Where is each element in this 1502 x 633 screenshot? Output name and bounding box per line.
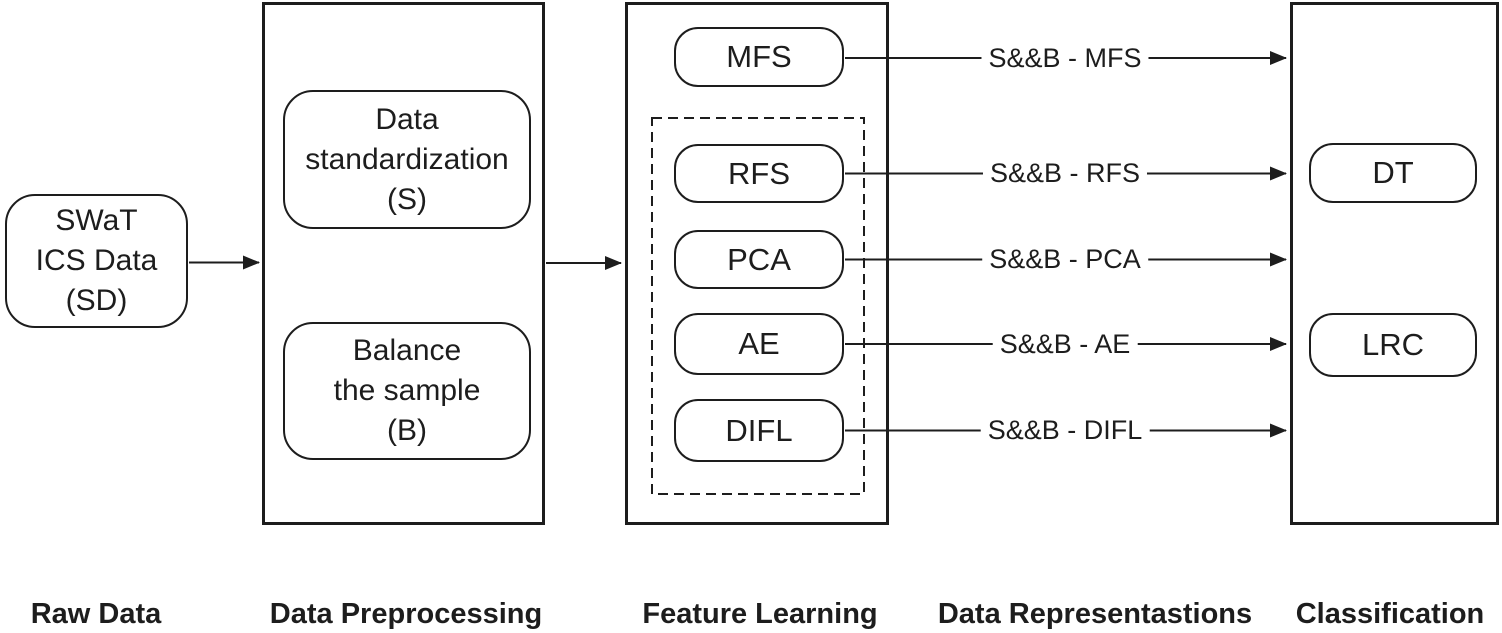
ae-box: AE xyxy=(674,313,844,375)
pca-box: PCA xyxy=(674,230,844,289)
arrow-label-sb-ae: S&&B - AE xyxy=(992,329,1138,359)
column-label-raw-data: Raw Data xyxy=(30,598,162,630)
arrow-label-sb-pca: S&&B - PCA xyxy=(982,244,1148,274)
raw-data-box-line: ICS Data xyxy=(35,244,158,277)
raw-data-box-line: SWaT xyxy=(55,204,138,237)
balance-sample-line: the sample xyxy=(333,374,481,407)
column-label-data-preprocessing: Data Preprocessing xyxy=(269,598,543,630)
data-standardization-line: (S) xyxy=(387,182,427,216)
arrow-label-sb-difl: S&&B - DIFL xyxy=(980,415,1150,445)
data-standardization-line: Data xyxy=(375,102,439,136)
dt-box: DT xyxy=(1309,143,1477,203)
lrc-label: LRC xyxy=(1361,327,1424,362)
raw-data-box: SWaT ICS Data (SD) xyxy=(5,194,188,328)
pca-label: PCA xyxy=(727,241,791,277)
balance-sample-line: Balance xyxy=(352,334,462,367)
classification-container xyxy=(1290,2,1499,525)
column-label-classification: Classification xyxy=(1295,598,1485,630)
arrow-label-sb-mfs: S&&B - MFS xyxy=(981,43,1149,73)
feature-learning-dashed-group xyxy=(651,117,865,495)
difl-label: DIFL xyxy=(725,412,793,448)
data-standardization-line: standardization xyxy=(305,142,509,176)
data-standardization-box: Data standardization (S) xyxy=(283,90,531,229)
mfs-box: MFS xyxy=(674,27,844,87)
lrc-box: LRC xyxy=(1309,313,1477,377)
raw-data-box-line: (SD) xyxy=(65,284,128,317)
arrow-label-sb-rfs: S&&B - RFS xyxy=(982,158,1148,188)
ae-label: AE xyxy=(738,326,780,361)
rfs-box: RFS xyxy=(674,144,844,203)
difl-box: DIFL xyxy=(674,399,844,462)
rfs-label: RFS xyxy=(728,155,790,191)
balance-sample-line: (B) xyxy=(387,414,427,447)
column-label-data-representations: Data Representastions xyxy=(937,598,1253,630)
balance-sample-box: Balance the sample (B) xyxy=(283,322,531,460)
column-label-feature-learning: Feature Learning xyxy=(642,598,878,630)
mfs-label: MFS xyxy=(726,39,792,74)
dt-label: DT xyxy=(1372,155,1414,190)
